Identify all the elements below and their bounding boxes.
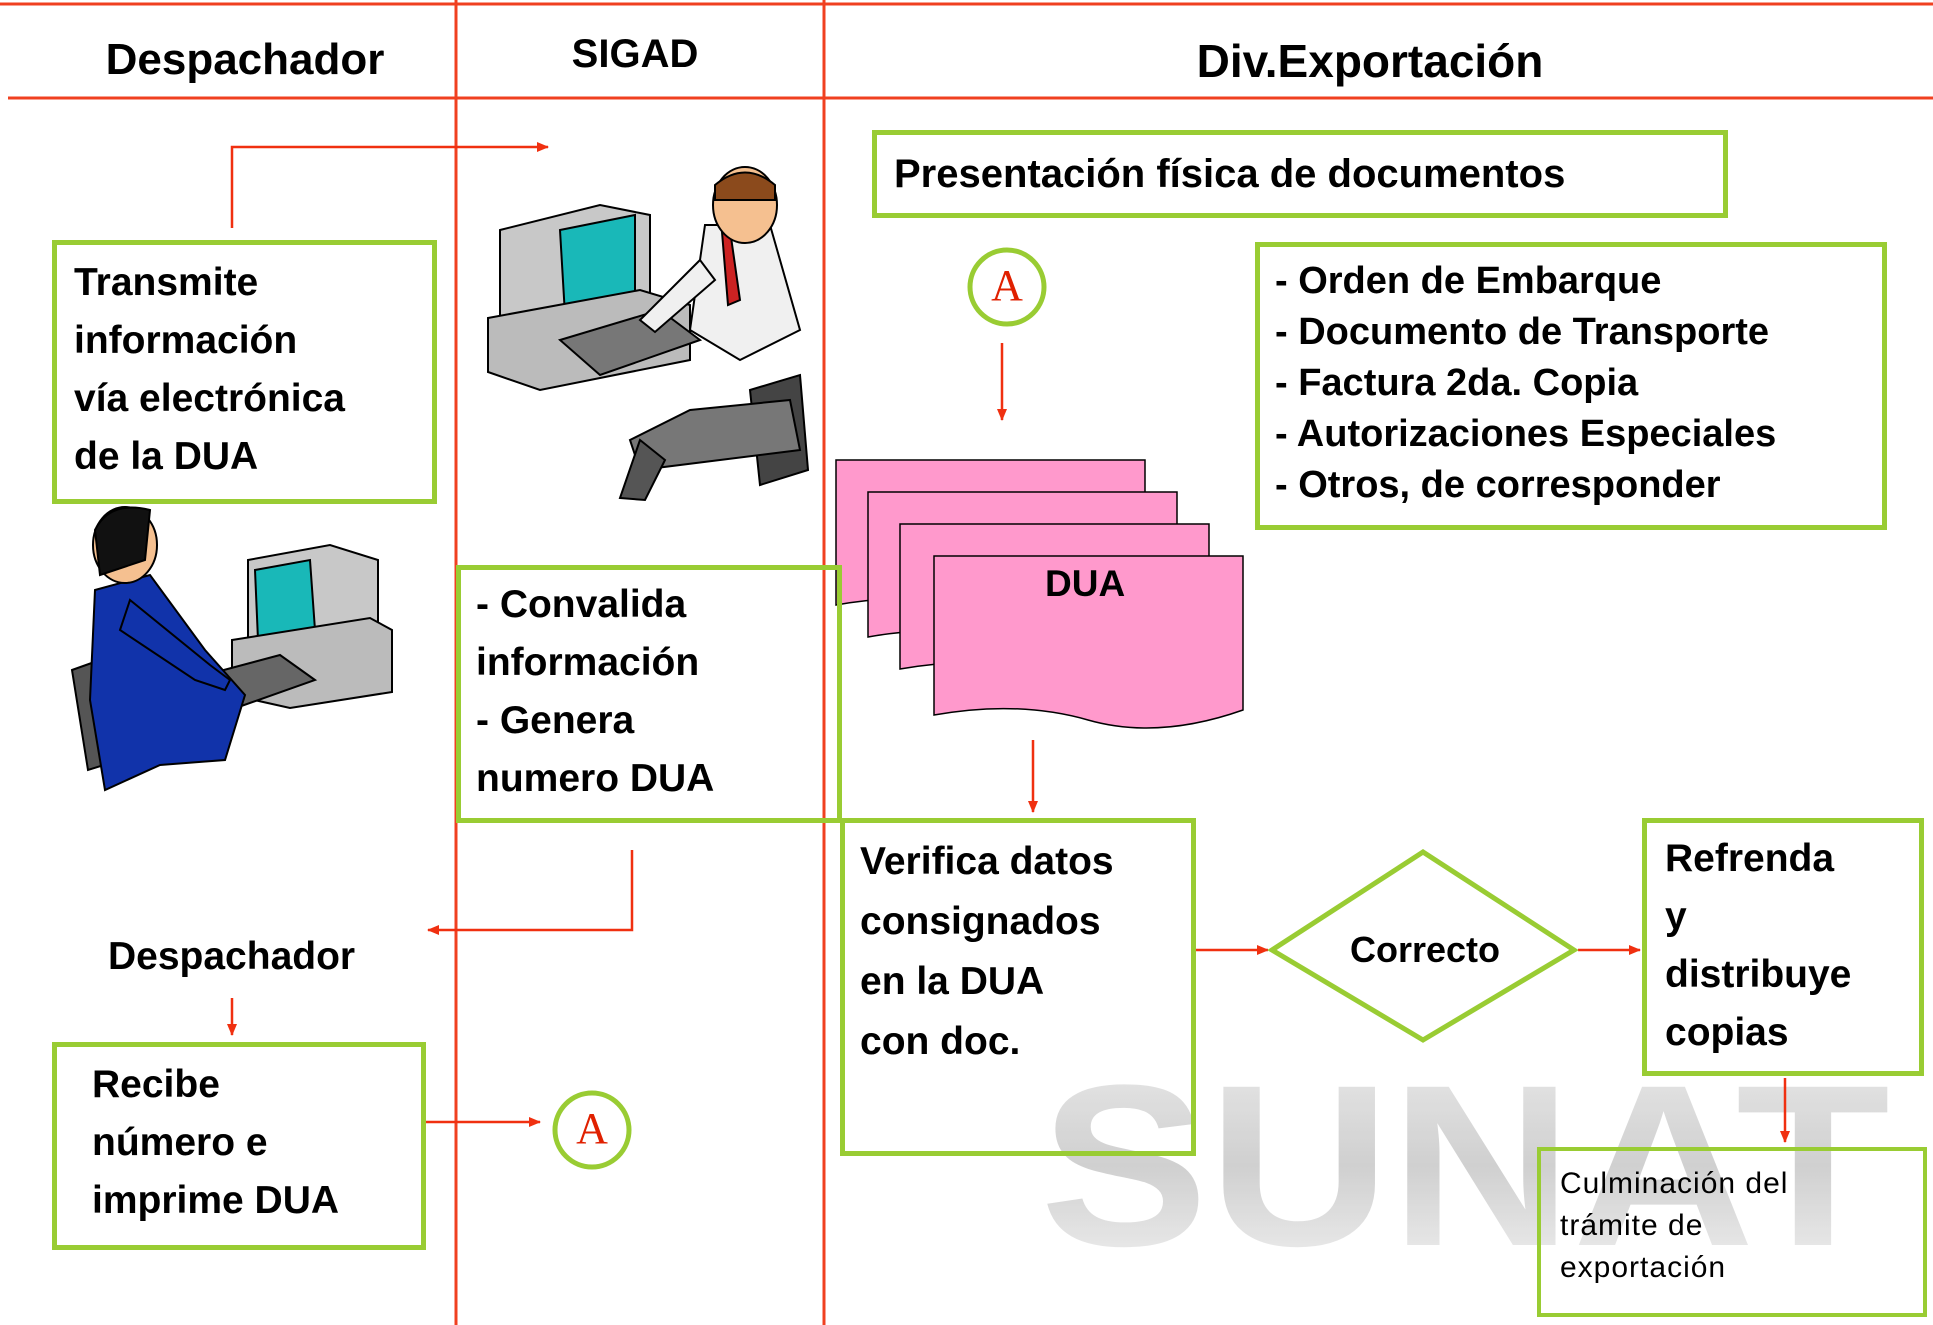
documentos-list-box (1255, 242, 1887, 530)
documento-item: - Documento de Transporte (1275, 311, 1770, 353)
culminacion-text: Culminación del trámite de exportación (1560, 1167, 1789, 1284)
documentos-list: - Orden de Embarque - Documento de Trans… (1275, 256, 1875, 511)
verifica-text: Verifica datos consignados en la DUA con… (860, 840, 1114, 1063)
convalida-text: - Convalida información - Genera numero … (476, 583, 715, 800)
connector-a-circle-despachador (552, 1090, 632, 1170)
dua-document-stack (835, 459, 1244, 729)
culminacion-box (1537, 1147, 1927, 1317)
recibe-numero-text: Recibe número e imprime DUA (92, 1063, 340, 1222)
despachador-label: Despachador (108, 935, 356, 978)
documento-item: - Factura 2da. Copia (1275, 362, 1639, 404)
lane-header-despachador: Despachador (105, 35, 385, 84)
refrenda-text: Refrenda y distribuye copias (1665, 837, 1852, 1054)
transmite-info-box (52, 240, 437, 504)
man-at-computer-illustration (487, 166, 810, 502)
sunat-watermark-logo: SUNAT (1040, 1037, 1890, 1294)
connector-a-label-despachador: A (576, 1104, 608, 1153)
documento-item: - Orden de Embarque (1275, 260, 1662, 302)
arrow-sigad-to-despachador (427, 850, 634, 935)
svg-text:SUNAT: SUNAT (1040, 1037, 1890, 1294)
presentacion-box (872, 130, 1728, 218)
recibe-numero-box (52, 1042, 426, 1250)
dua-document-label: DUA (1045, 563, 1126, 604)
arrow-transmite-to-sigad (230, 142, 549, 228)
transmite-info-text: Transmite información vía electrónica de… (74, 261, 345, 478)
convalida-box (456, 565, 842, 823)
refrenda-box (1642, 818, 1924, 1076)
flow-arrows (227, 142, 1790, 1143)
documento-item: - Otros, de corresponder (1275, 464, 1721, 506)
decision-label: Correcto (1349, 929, 1501, 970)
decision-diamond (1267, 849, 1579, 1043)
woman-at-computer-illustration (70, 506, 393, 792)
connector-a-label-export: A (991, 261, 1023, 310)
connector-a-circle-export (967, 247, 1047, 327)
presentacion-text: Presentación física de documentos (894, 152, 1566, 196)
documento-item: - Autorizaciones Especiales (1275, 413, 1777, 455)
verifica-box (840, 818, 1196, 1156)
lane-header-div-exportacion: Div.Exportación (1196, 35, 1544, 87)
lane-header-sigad: SIGAD (571, 32, 699, 76)
